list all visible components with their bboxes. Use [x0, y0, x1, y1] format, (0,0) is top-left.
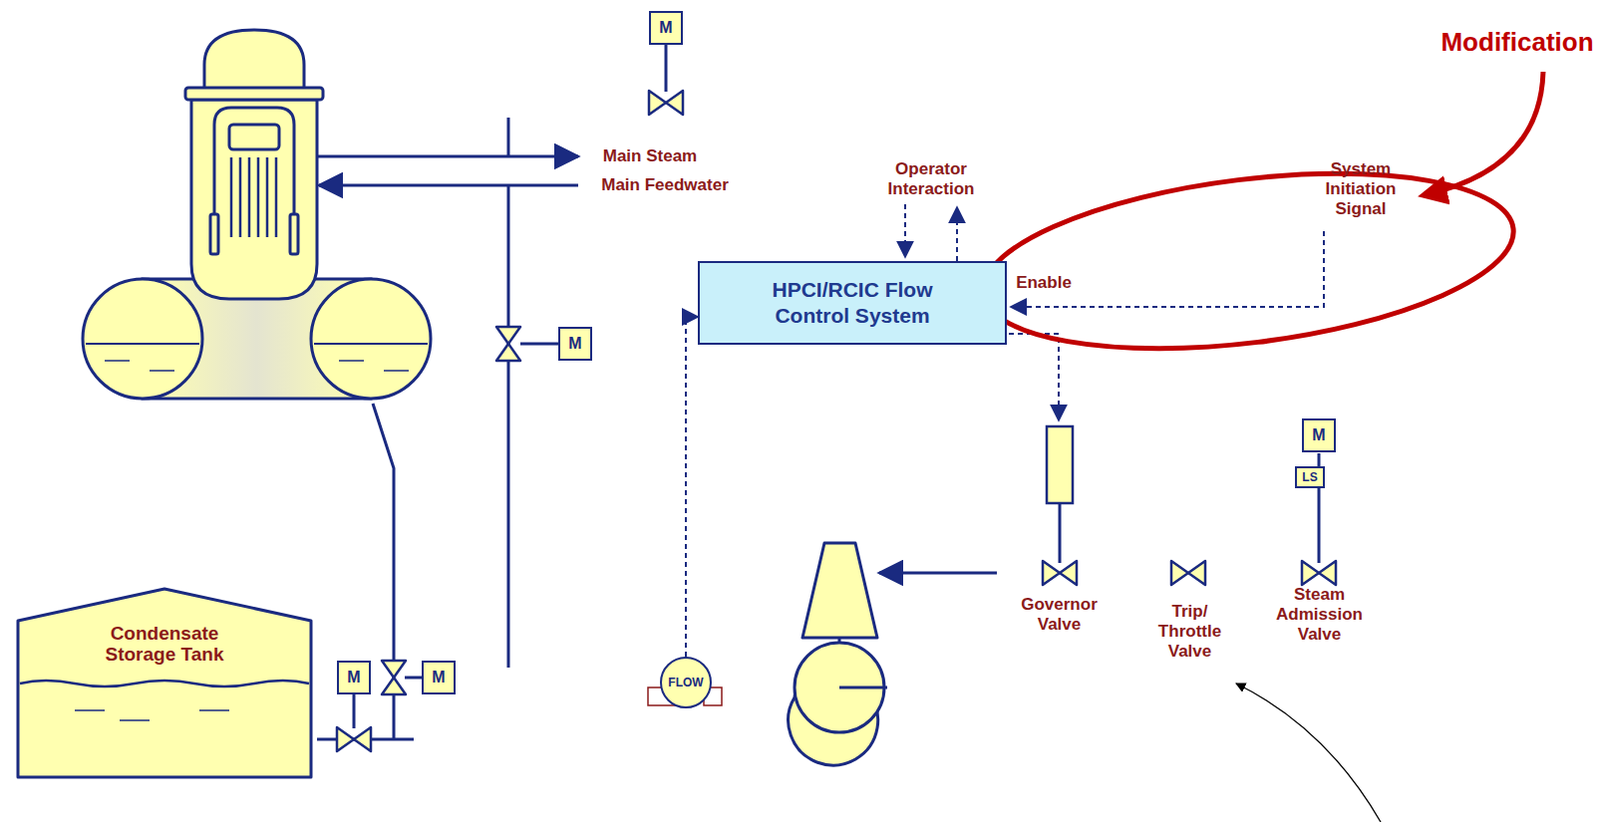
- motor-operator-box: M: [421, 660, 456, 695]
- motor-operator-box: M: [336, 660, 371, 695]
- modification-callout: Modification: [1422, 26, 1600, 58]
- operator-tag: M: [1311, 426, 1325, 445]
- operator-tag: LS: [1301, 470, 1317, 485]
- box-title: HPCI/RCIC Flow Control System: [732, 277, 972, 330]
- limit-switch-box: LS: [1294, 466, 1325, 489]
- valve-label: Steam Admission Valve: [1267, 585, 1372, 645]
- instrument-tag: FLOW: [667, 675, 703, 690]
- valve-label: Governor Valve: [1011, 595, 1107, 636]
- signal-label: Enable: [1008, 273, 1079, 294]
- valve-label: Trip/ Throttle Valve: [1147, 602, 1233, 662]
- signal-connector: [685, 317, 698, 657]
- tank-label: Condensate Storage Tank: [84, 624, 245, 666]
- flow-transmitter: FLOW: [659, 656, 712, 709]
- operator-tag: M: [346, 668, 360, 687]
- control-system-box: HPCI/RCIC Flow Control System: [697, 261, 1007, 345]
- motor-operator-box: M: [648, 10, 683, 45]
- operator-tag: M: [568, 334, 582, 353]
- storage-tank: Condensate Storage Tank: [14, 586, 315, 781]
- line-label: Main Feedwater: [580, 175, 750, 196]
- motor-operator-box: M: [558, 326, 593, 361]
- tank-outline: [14, 586, 315, 781]
- line-label: Main Steam: [580, 146, 720, 167]
- operator-tag: M: [431, 668, 445, 687]
- signal-label: Operator Interaction: [876, 159, 986, 200]
- signal-label: System Initiation Signal: [1315, 159, 1406, 220]
- motor-operator-box: M: [1301, 418, 1336, 453]
- operator-tag: M: [658, 18, 672, 37]
